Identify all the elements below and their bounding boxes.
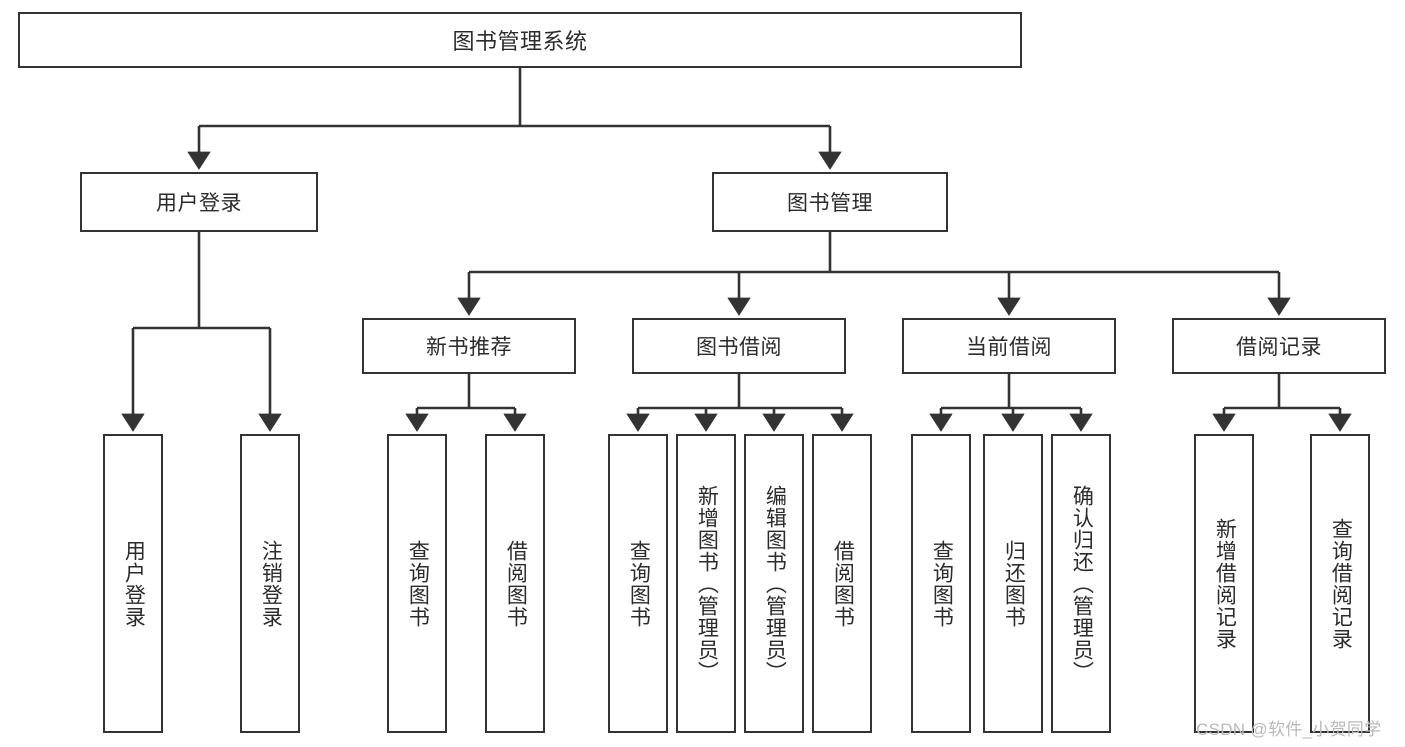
node-current-borrow[interactable]: 当前借阅	[902, 318, 1116, 374]
leaf-return-book[interactable]: 归还图书	[983, 434, 1043, 733]
leaf-add-book-admin[interactable]: 新增图书（管理员）	[676, 434, 736, 733]
csdn-watermark: CSDN @软件_小贺同学	[1196, 720, 1382, 739]
leaf-add-borrow-record[interactable]: 新增借阅记录	[1194, 434, 1254, 733]
node-book-borrow[interactable]: 图书借阅	[632, 318, 846, 374]
edge-group-borrow-record	[1212, 374, 1352, 432]
leaf-query-book-recommend[interactable]: 查询图书	[387, 434, 447, 733]
edge-group-current-borrow	[929, 374, 1093, 432]
node-book-manage[interactable]: 图书管理	[712, 172, 948, 232]
leaf-edit-book-admin[interactable]: 编辑图书（管理员）	[744, 434, 804, 733]
leaf-query-borrow-record[interactable]: 查询借阅记录	[1310, 434, 1370, 733]
edge-group-book-manage	[457, 232, 1291, 316]
edge-group-root	[187, 68, 842, 170]
leaf-query-book-borrow[interactable]: 查询图书	[608, 434, 668, 733]
leaf-query-book-current[interactable]: 查询图书	[911, 434, 971, 733]
leaf-confirm-return-admin[interactable]: 确认归还（管理员）	[1051, 434, 1111, 733]
node-root-system[interactable]: 图书管理系统	[18, 12, 1022, 68]
leaf-borrow-book[interactable]: 借阅图书	[812, 434, 872, 733]
edge-group-user-login	[121, 232, 282, 432]
edge-group-book-borrow	[626, 374, 854, 432]
node-user-login[interactable]: 用户登录	[80, 172, 318, 232]
node-borrow-record[interactable]: 借阅记录	[1172, 318, 1386, 374]
leaf-user-logout[interactable]: 注销登录	[240, 434, 300, 733]
node-new-book-recommend[interactable]: 新书推荐	[362, 318, 576, 374]
leaf-user-login[interactable]: 用户登录	[103, 434, 163, 733]
leaf-borrow-book-recommend[interactable]: 借阅图书	[485, 434, 545, 733]
edge-group-new-book-rec	[405, 374, 527, 432]
